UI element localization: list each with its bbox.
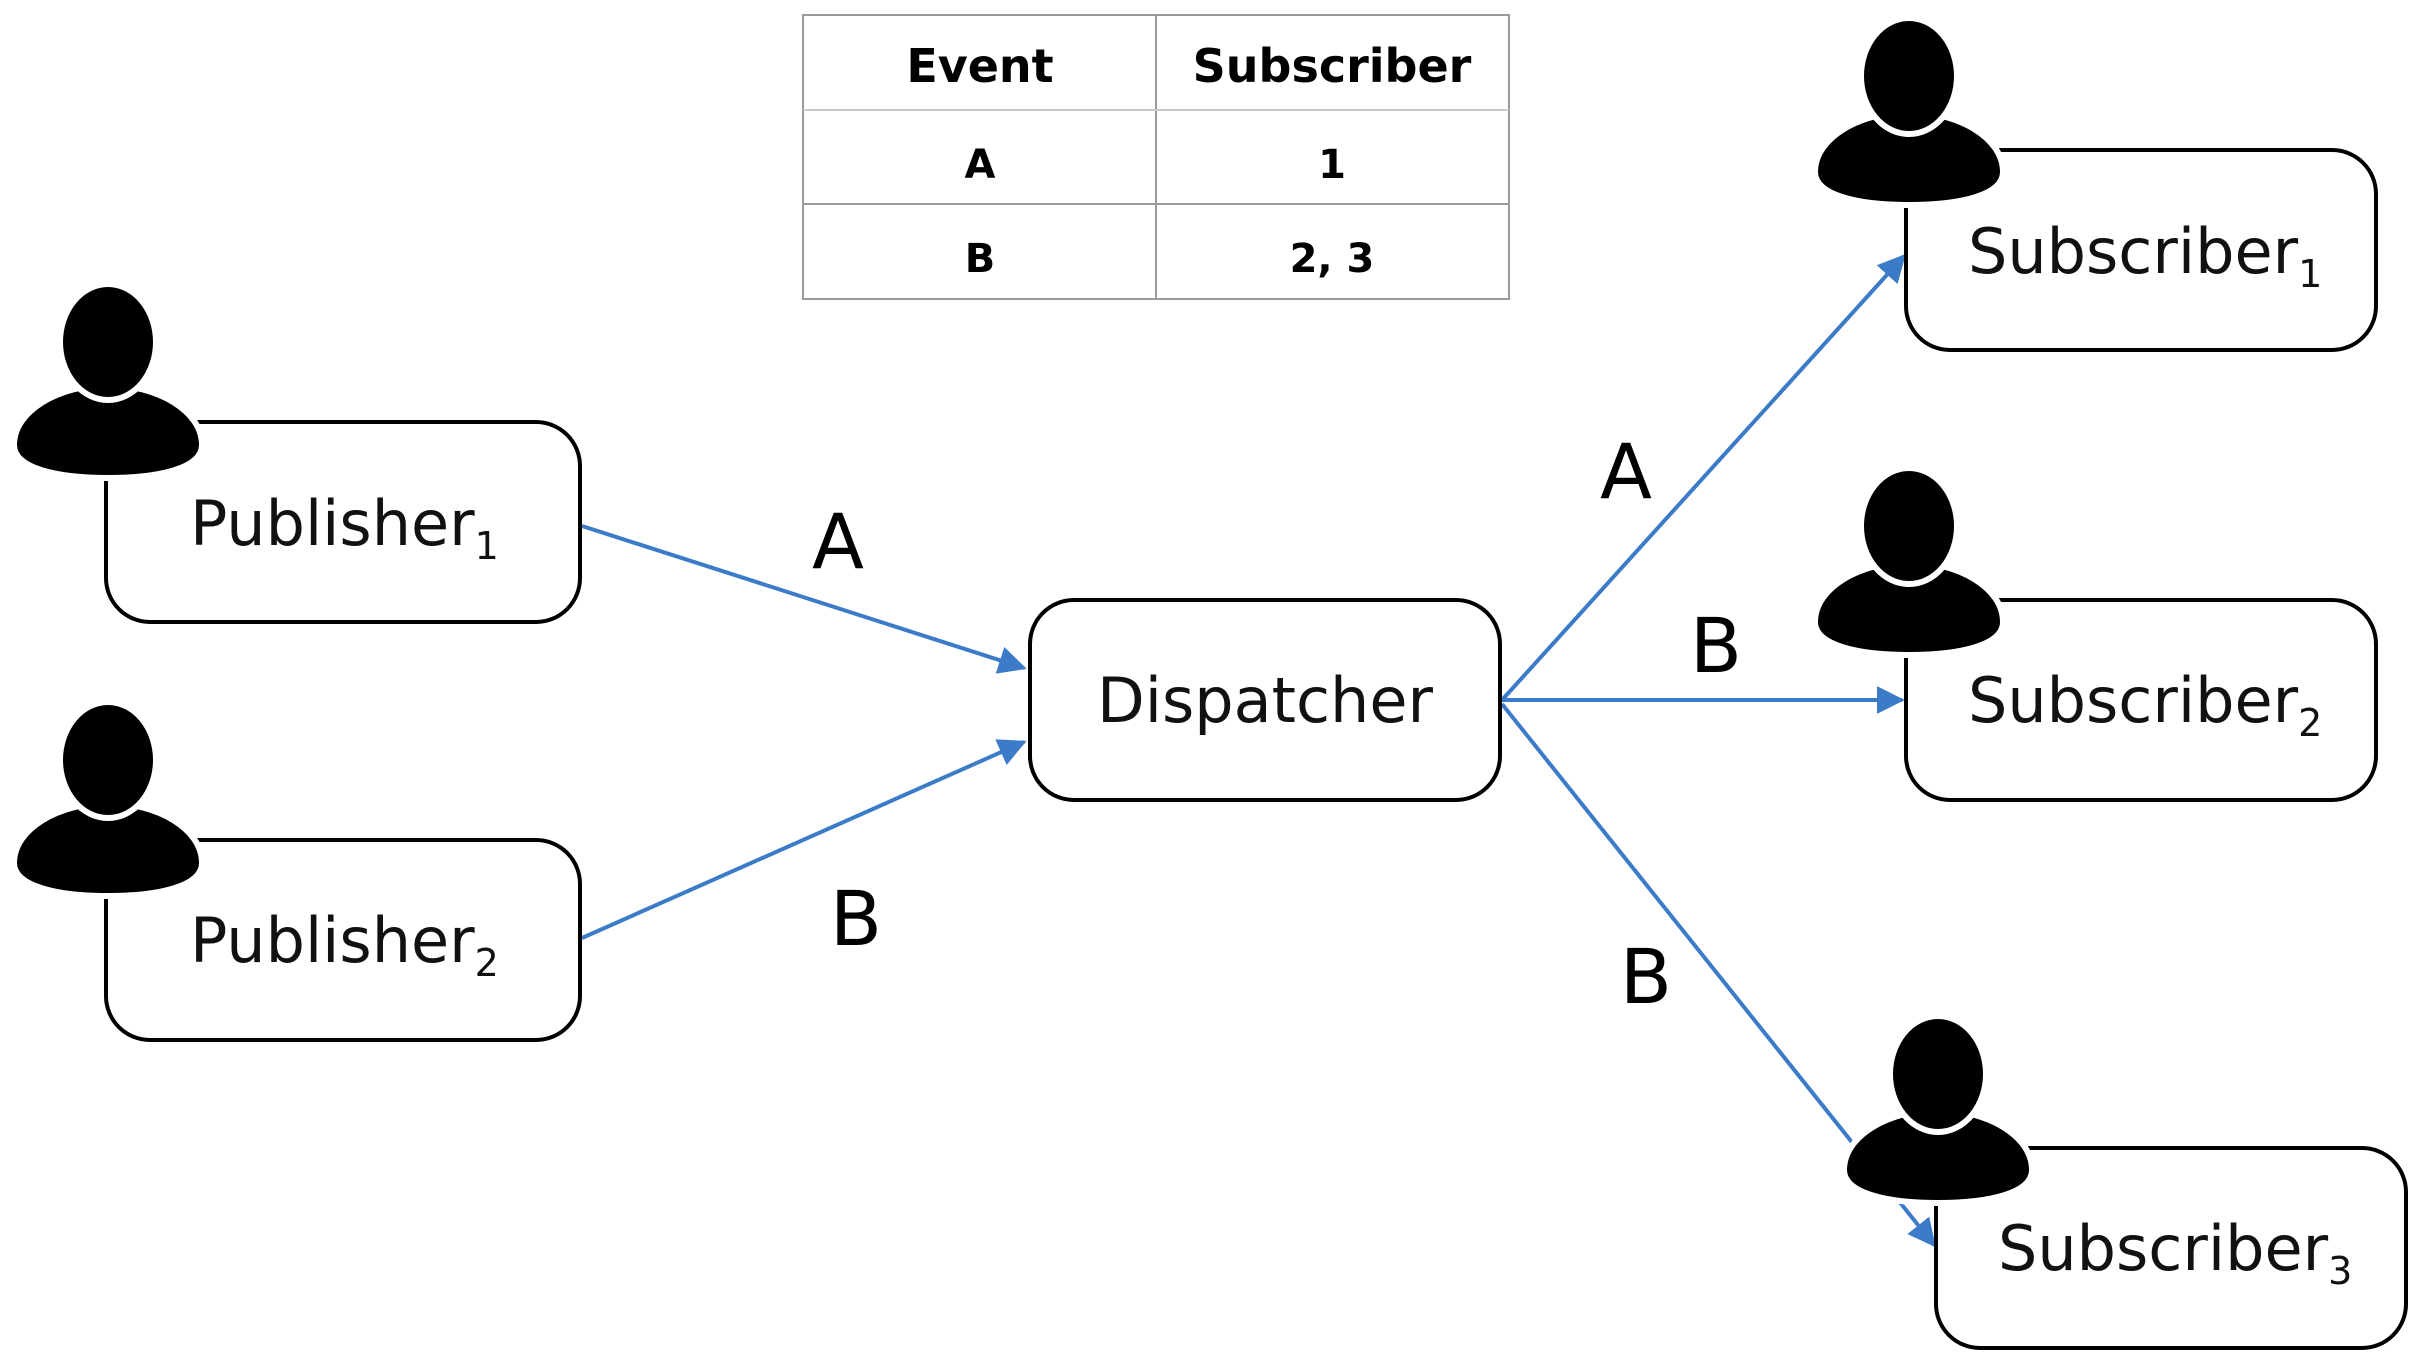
edge-pub2-dispatcher bbox=[581, 739, 1027, 940]
node-subscriber-1: Subscriber1 bbox=[1811, 15, 2378, 352]
node-box bbox=[1904, 598, 2378, 802]
node-box bbox=[1904, 148, 2378, 352]
person-icon bbox=[1840, 1013, 2036, 1207]
node-subscriber-3: Subscriber3 bbox=[1840, 1013, 2408, 1350]
node-dispatcher: Dispatcher bbox=[1028, 598, 1502, 802]
edge-label-sub2: B bbox=[1690, 601, 1742, 690]
person-icon bbox=[1811, 15, 2007, 209]
node-box bbox=[104, 838, 582, 1042]
node-label: Dispatcher bbox=[1097, 664, 1433, 737]
node-publisher-1: Publisher1 bbox=[10, 281, 582, 624]
table-cell: A bbox=[965, 142, 996, 188]
edge-dispatcher-sub1 bbox=[1500, 253, 1906, 702]
node-label: Publisher1 bbox=[190, 487, 499, 568]
node-box bbox=[1934, 1146, 2408, 1350]
edge-label-pub2: B bbox=[830, 874, 882, 963]
table-cell: B bbox=[965, 236, 996, 282]
node-publisher-2: Publisher2 bbox=[10, 699, 582, 1042]
table-cell: 1 bbox=[1318, 142, 1346, 188]
person-icon bbox=[10, 699, 206, 900]
node-label: Subscriber1 bbox=[1968, 215, 2322, 296]
node-box bbox=[1028, 598, 1502, 802]
node-box bbox=[104, 420, 582, 624]
node-label: Subscriber2 bbox=[1968, 664, 2322, 745]
person-icon bbox=[10, 281, 206, 482]
edge-pub1-dispatcher bbox=[581, 524, 1027, 674]
node-label: Subscriber3 bbox=[1998, 1212, 2352, 1293]
edge-label-sub3: B bbox=[1620, 932, 1672, 1021]
edge-label-pub1: A bbox=[812, 497, 864, 586]
table-header-event: Event bbox=[906, 39, 1053, 93]
edge-label-sub1: A bbox=[1600, 427, 1652, 516]
table-header-subscriber: Subscriber bbox=[1193, 39, 1472, 93]
node-subscriber-2: Subscriber2 bbox=[1811, 465, 2378, 802]
event-subscriber-table: Event Subscriber A 1 B 2, 3 bbox=[802, 14, 1510, 300]
person-icon bbox=[1811, 465, 2007, 659]
table-cell: 2, 3 bbox=[1290, 236, 1375, 282]
node-label: Publisher2 bbox=[190, 904, 499, 985]
